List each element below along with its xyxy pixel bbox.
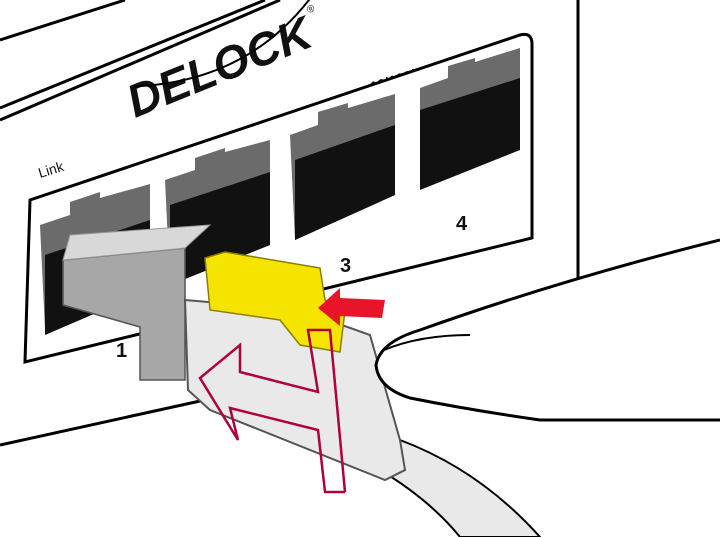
- port-3-number: 3: [340, 255, 351, 277]
- port-1-number: 1: [116, 340, 127, 362]
- link-led-label: Link: [36, 158, 66, 181]
- port-3: [290, 94, 395, 240]
- fingernail: [383, 334, 471, 351]
- rj45-plug: [62, 224, 212, 381]
- press-arrow-icon: [318, 288, 385, 326]
- brand-logo-text: DELOCK: [119, 5, 321, 127]
- finger: [374, 238, 720, 422]
- ethernet-cable: [378, 438, 542, 537]
- port-4-number: 4: [456, 213, 468, 235]
- port-4: [420, 48, 520, 190]
- port-2: [165, 140, 270, 285]
- registered-mark: ®: [305, 3, 317, 16]
- insert-arrow-icon: [198, 328, 347, 494]
- lock-clip: [204, 251, 346, 353]
